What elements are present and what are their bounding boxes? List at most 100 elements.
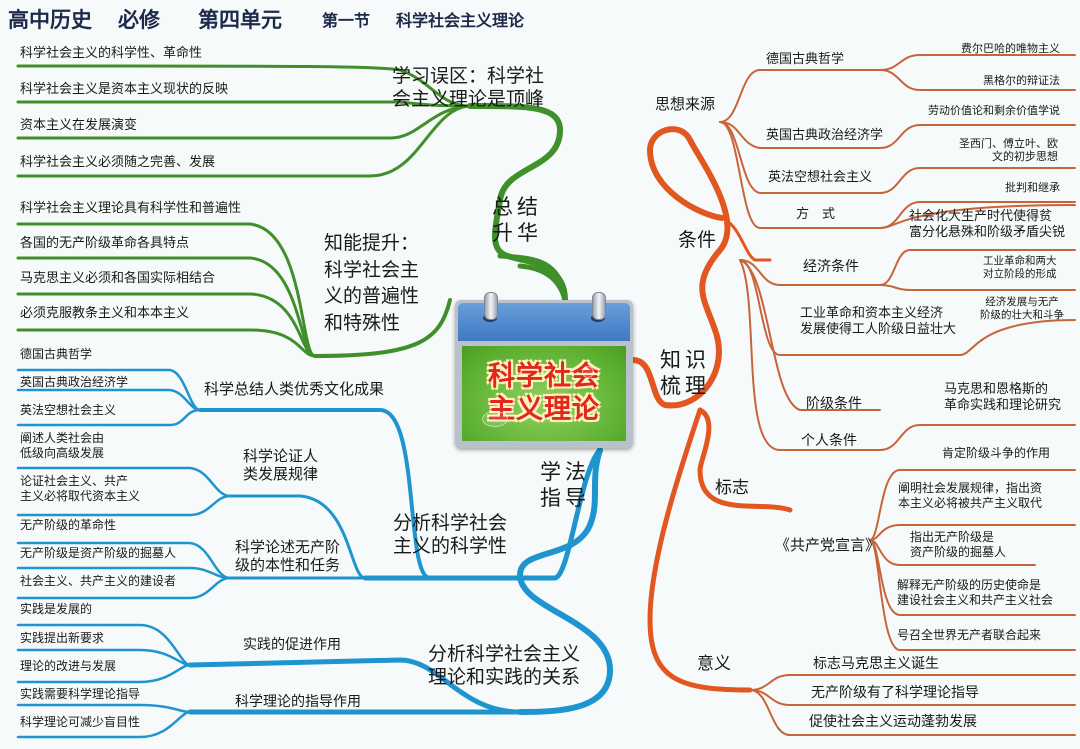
leaf-line: 资产阶级的掘墓人 xyxy=(910,544,1007,559)
leaf-line: 解释无产阶级的历史使命是 xyxy=(897,578,1042,592)
source-leaf: 圣西门、傅立叶、欧 文的初步思想 xyxy=(959,137,1058,164)
practice-leaf: 实践提出新要求 xyxy=(20,631,105,645)
source-item: 德国古典哲学 xyxy=(766,52,845,67)
label-line: 分析科学社会主义 xyxy=(428,643,581,665)
label-line: 科学社会主 xyxy=(324,258,420,281)
label-line: 科学论述无产阶 xyxy=(235,538,341,556)
economic-detail: 社会化大生产时代使得贫 富分化悬殊和阶级矛盾尖锐 xyxy=(909,209,1065,241)
detail-line: 工业革命和资本主义经济 xyxy=(800,306,944,321)
manifesto-leaf: 解释无产阶级的历史使命是 建设社会主义和共产主义社会 xyxy=(897,578,1053,607)
misconception-label: 学习误区：科学社 会主义理论是顶峰 xyxy=(392,65,544,111)
misconception-leaf: 科学社会主义的科学性、革命性 xyxy=(20,46,203,61)
significance-leaf: 促使社会主义运动蓬勃发展 xyxy=(809,714,977,730)
label-line: 分析科学社会 xyxy=(393,512,508,534)
leaf-line: 工业革命和两大 xyxy=(983,255,1057,267)
label-line: 总结 xyxy=(492,195,542,219)
label-line: 学法 xyxy=(540,460,590,484)
leaf-line: 阐述人类社会由 xyxy=(20,431,105,445)
practice-sub-label: 实践的促进作用 xyxy=(243,637,341,653)
calendar-ring-right-icon xyxy=(592,292,606,320)
source-leaf: 批判和继承 xyxy=(1005,181,1060,194)
label-line: 知能提升： xyxy=(324,232,420,254)
label-line: 义的普遍性 xyxy=(324,285,420,308)
label-line: 知识 xyxy=(660,348,710,372)
leaf-line: 建设社会主义和共产主义社会 xyxy=(897,592,1054,607)
sources-label: 思想来源 xyxy=(655,95,716,113)
volume-label: 必修 xyxy=(118,8,160,32)
significance-leaf: 无产阶级有了科学理论指导 xyxy=(811,685,979,701)
source-leaf: 劳动价值论和剩余价值学说 xyxy=(928,104,1060,117)
section-label: 第一节 xyxy=(322,11,371,30)
leaf-line: 经济发展与无产 xyxy=(985,296,1059,308)
misconception-leaf: 科学社会主义必须随之完善、发展 xyxy=(20,155,216,170)
culture-leaf: 英法空想社会主义 xyxy=(20,403,117,417)
guidance-sub-label: 科学理论的指导作用 xyxy=(235,694,361,710)
label-line: 类发展规律 xyxy=(243,465,319,484)
culture-leaf: 英国古典政治经济学 xyxy=(20,375,129,389)
label-line: 主义的科学性 xyxy=(393,535,508,558)
ability-leaf: 各国的无产阶级革命各具特点 xyxy=(20,236,190,251)
law-sub-label: 科学论证人 类发展规律 xyxy=(243,447,318,484)
source-item: 英国古典政治经济学 xyxy=(766,128,884,143)
misconception-leaf: 科学社会主义是资本主义现状的反映 xyxy=(20,82,229,97)
conditions-label: 条件 xyxy=(678,229,717,251)
proletariat-leaf: 无产阶级是资产阶级的掘墓人 xyxy=(20,546,177,560)
manifesto-leaf: 肯定阶级斗争的作用 xyxy=(942,446,1051,460)
label-line: 科学论证人 xyxy=(243,447,319,465)
proletariat-leaf: 无产阶级的革命性 xyxy=(20,518,117,532)
blue-branch-lines xyxy=(16,368,614,739)
ability-label: 知能提升： 科学社会主 义的普遍性 和特殊性 xyxy=(324,230,419,336)
ability-leaf: 必须克服教条主义和本本主义 xyxy=(20,306,190,321)
theory-practice-label: 分析科学社会主义 理论和实践的关系 xyxy=(428,643,580,689)
label-line: 升华 xyxy=(492,220,542,245)
manifesto-leaf: 阐明社会发展规律，指出资 本主义必将被共产主义取代 xyxy=(898,481,1042,510)
leaf-line: 指出无产阶级是 xyxy=(910,530,995,544)
label-line: 会主义理论是顶峰 xyxy=(392,88,545,111)
label-line: 指导 xyxy=(540,485,590,510)
detail-line: 社会化大生产时代使得贫 xyxy=(909,209,1053,224)
leaf-line: 阐明社会发展规律，指出资 xyxy=(898,481,1043,495)
leaf-line: 阶级的壮大和斗争 xyxy=(980,308,1064,321)
class-label: 阶级条件 xyxy=(806,396,862,412)
label-line: 理论和实践的关系 xyxy=(428,666,581,689)
label-line: 和特殊性 xyxy=(324,311,401,334)
detail-line: 革命实践和理论研究 xyxy=(944,397,1062,413)
droplet-icon xyxy=(582,366,594,378)
subject-label: 高中历史 xyxy=(8,8,92,32)
source-item: 方 式 xyxy=(796,207,836,222)
source-leaf: 费尔巴哈的唯物主义 xyxy=(961,42,1060,55)
droplet-icon xyxy=(482,411,508,427)
label-line: 级的本性和任务 xyxy=(235,556,341,575)
personal-detail: 马克思和恩格斯的 革命实践和理论研究 xyxy=(944,382,1061,414)
law-leaf: 阐述人类社会由 低级向高级发展 xyxy=(20,431,104,460)
label-line: 梳理 xyxy=(660,373,710,398)
unit-label: 第四单元 xyxy=(198,8,282,32)
leaf-line: 低级向高级发展 xyxy=(20,445,105,460)
source-leaf: 黑格尔的辩证法 xyxy=(983,74,1060,87)
guidance-leaf: 实践需要科学理论指导 xyxy=(20,687,141,701)
significance-label: 意义 xyxy=(697,654,731,674)
economic-leaf: 工业革命和两大 对立阶段的形成 xyxy=(983,255,1057,281)
branch-summary-label: 总结 升华 xyxy=(492,195,542,246)
proletariat-leaf: 社会主义、共产主义的建设者 xyxy=(20,574,177,588)
guidance-leaf: 科学理论可减少盲目性 xyxy=(20,715,141,729)
law-leaf: 论证社会主义、共产 主义必将取代资本主义 xyxy=(20,474,140,503)
ability-leaf: 马克思主义必须和各国实际相结合 xyxy=(20,271,216,286)
leaf-line: 对立阶段的形成 xyxy=(983,267,1057,280)
calendar-ring-left-icon xyxy=(484,292,498,320)
class-detail: 工业革命和资本主义经济 发展使得工人阶级日益壮大 xyxy=(800,306,956,338)
central-title-line1: 科学社会 xyxy=(488,361,600,393)
orange-branch-lines xyxy=(630,126,793,693)
significance-leaf: 标志马克思主义诞生 xyxy=(813,656,939,672)
branch-method-label: 学法 指导 xyxy=(540,460,590,511)
detail-line: 富分化悬殊和阶级矛盾尖锐 xyxy=(909,224,1066,240)
topic-label: 科学社会主义理论 xyxy=(396,11,525,30)
manifesto-leaf: 号召全世界无产者联合起来 xyxy=(897,628,1042,642)
misconception-leaf: 资本主义在发展演变 xyxy=(20,118,138,133)
detail-line: 发展使得工人阶级日益壮大 xyxy=(800,321,957,337)
leaf-line: 主义必将取代资本主义 xyxy=(20,488,141,503)
proletariat-sub-label: 科学论述无产阶 级的本性和任务 xyxy=(235,538,340,575)
card-face: 科学社会 主义理论 xyxy=(462,346,626,441)
